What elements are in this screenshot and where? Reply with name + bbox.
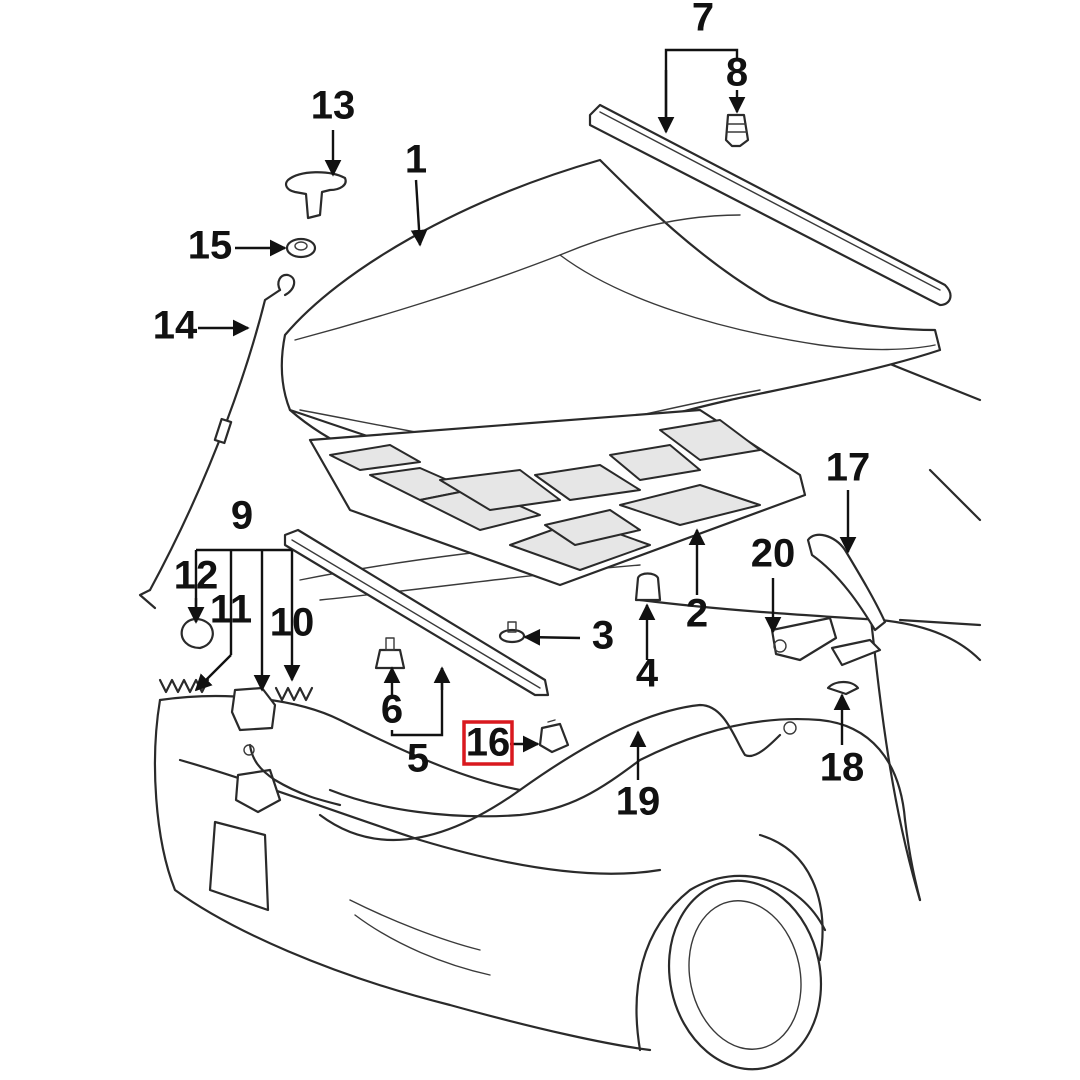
callout-4: 4 <box>636 652 659 696</box>
part-20-hinge-bracket[interactable] <box>770 616 838 662</box>
part-16-striker[interactable] <box>538 719 570 754</box>
part-6-cushion[interactable] <box>374 637 406 670</box>
callout-12: 12 <box>174 554 219 598</box>
callout-19: 19 <box>616 780 661 824</box>
callout-18: 18 <box>820 746 865 790</box>
part-13-support-holder[interactable] <box>284 171 347 220</box>
callout-1: 1 <box>405 138 427 182</box>
part-10-spring[interactable] <box>274 686 314 702</box>
part-3-clip[interactable] <box>498 621 526 644</box>
callout-15: 15 <box>188 224 233 268</box>
callout-labels: 1 2 3 4 5 6 7 8 9 10 11 12 13 14 15 16 1… <box>153 0 871 824</box>
leader-lines <box>187 48 857 780</box>
callout-6: 6 <box>381 688 403 732</box>
part-8-clip[interactable] <box>724 113 750 148</box>
callout-9: 9 <box>231 494 253 538</box>
part-15-grommet[interactable] <box>285 237 317 259</box>
part-2-hood-insulator[interactable] <box>308 408 807 587</box>
callout-3: 3 <box>592 614 614 658</box>
callout-16: 16 <box>466 721 511 765</box>
part-4-cushion[interactable] <box>634 572 662 602</box>
part-12-bracket[interactable] <box>180 617 214 650</box>
callout-2: 2 <box>686 592 708 636</box>
callout-14: 14 <box>153 304 198 348</box>
part-7-weatherstrip[interactable] <box>588 103 952 307</box>
callout-17: 17 <box>826 446 871 490</box>
part-18-cushion[interactable] <box>826 680 860 696</box>
part-9-hood-lock[interactable] <box>230 686 342 814</box>
part-19-release-cable[interactable] <box>318 703 797 842</box>
callout-11: 11 <box>210 588 252 632</box>
callout-5: 5 <box>407 737 429 781</box>
callout-20: 20 <box>751 532 796 576</box>
callout-13: 13 <box>311 84 356 128</box>
callout-7: 7 <box>692 0 714 40</box>
part-5-hood-seal[interactable] <box>283 528 550 697</box>
callout-8: 8 <box>726 51 748 95</box>
highlight-box-part-16 <box>462 720 514 766</box>
part-17-hinge[interactable] <box>806 533 887 667</box>
callout-10: 10 <box>270 601 315 645</box>
part-14-support-rod[interactable] <box>138 273 296 610</box>
